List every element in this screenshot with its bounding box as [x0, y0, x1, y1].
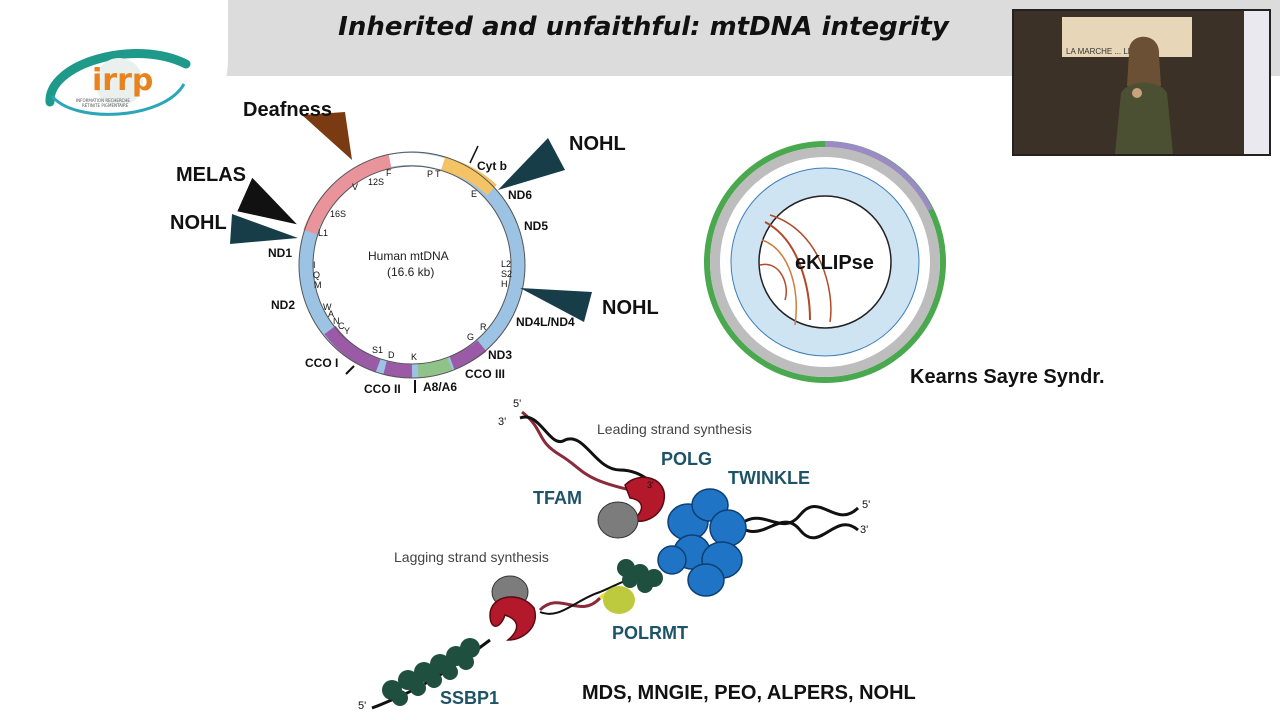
prime-5-top: 5' — [513, 398, 522, 410]
irrp-logo: irrp INFORMATION RECHERCHE RÉTINITE PIGM… — [45, 49, 191, 116]
deafness-label: Deafness — [243, 99, 332, 121]
gene-a8a6: A8/A6 — [423, 380, 458, 394]
nohl-arrow-top — [498, 138, 565, 190]
trna-f: F — [386, 168, 392, 178]
gene-cco3: CCO III — [465, 367, 506, 381]
nohl-arrow-right — [520, 288, 592, 322]
svg-text:RÉTINITE PIGMENTAIRE: RÉTINITE PIGMENTAIRE — [82, 103, 129, 108]
ssbp1-label: SSBP1 — [440, 688, 500, 708]
polrmt-protein — [603, 586, 635, 614]
video-wall — [1244, 11, 1269, 154]
ssbp1-protein — [382, 638, 480, 706]
trna-r: R — [480, 322, 487, 332]
trna-g: G — [467, 332, 475, 342]
trna-w: W — [323, 302, 332, 312]
polg-protein — [597, 476, 665, 539]
mtdna-center-title: Human mtDNA — [368, 249, 449, 263]
logo-text: irrp — [92, 63, 153, 98]
deafness-arrow — [302, 112, 352, 160]
twinkle-protein — [657, 488, 747, 597]
melas-label: MELAS — [176, 164, 246, 186]
nohl-top-label: NOHL — [569, 133, 626, 155]
cytb-pointer — [469, 145, 479, 164]
video-banner — [1062, 17, 1192, 57]
trna-k: K — [411, 352, 418, 362]
trna-q: Q — [313, 270, 321, 280]
mtdna-center-size: (16.6 kb) — [387, 265, 435, 279]
svg-text:INFORMATION RECHERCHE: INFORMATION RECHERCHE — [76, 98, 130, 103]
slide-title: Inherited and unfaithful: mtDNA integrit… — [338, 12, 949, 42]
twinkle-side-protein — [617, 559, 663, 593]
prime-3-right: 3' — [860, 524, 869, 536]
trna-m: M — [314, 280, 322, 290]
speaker-figure — [1115, 36, 1173, 154]
gene-16s: 16S — [330, 209, 347, 219]
kearns-sayre-label: Kearns Sayre Syndr. — [910, 366, 1105, 388]
gene-12s: 12S — [368, 177, 385, 187]
gene-nd5: ND5 — [524, 219, 549, 233]
polg-label: POLG — [661, 449, 713, 469]
prime-3-polg: 3' — [647, 480, 654, 490]
diseases-footer: MDS, MNGIE, PEO, ALPERS, NOHL — [582, 682, 916, 704]
gene-cco1: CCO I — [305, 356, 339, 370]
twinkle-label: TWINKLE — [728, 468, 810, 488]
prime-3-top: 3' — [498, 416, 507, 428]
prime-5-bottom: 5' — [358, 700, 367, 712]
trna-l1: L1 — [318, 228, 329, 238]
prime-5-right: 5' — [862, 499, 871, 511]
trna-p: P — [427, 169, 434, 179]
melas-arrow — [234, 174, 303, 228]
trna-l2: L2 — [501, 259, 512, 269]
polrmt-label: POLRMT — [612, 623, 688, 643]
gene-nd1: ND1 — [268, 246, 293, 260]
trna-a: A — [328, 309, 335, 319]
polg-lagging-protein — [489, 575, 537, 641]
eklipse-label: eKLIPse — [795, 252, 874, 274]
video-banner-text: LA MARCHE ... LE — [1066, 47, 1134, 56]
circos-plot — [704, 141, 946, 383]
lagging-strand-label: Lagging strand synthesis — [394, 549, 549, 565]
trna-y: Y — [344, 326, 351, 336]
trna-c: C — [338, 321, 345, 331]
cco1-pointer — [345, 365, 355, 375]
leading-strand-label: Leading strand synthesis — [597, 421, 752, 437]
trna-s1: S1 — [372, 345, 384, 355]
trna-t: T — [435, 169, 441, 179]
tfam-label: TFAM — [533, 488, 582, 508]
mtdna-circle — [298, 151, 526, 379]
nohl-right-label: NOHL — [602, 297, 659, 319]
nohl-arrow-left — [230, 214, 298, 244]
speaker-video: LA MARCHE ... LE — [1012, 9, 1271, 156]
gene-nd6: ND6 — [508, 188, 533, 202]
gene-nd3: ND3 — [488, 348, 513, 362]
trna-v: V — [352, 182, 359, 192]
trna-h: H — [501, 279, 508, 289]
gene-cytb: Cyt b — [477, 159, 507, 173]
trna-s2: S2 — [501, 269, 513, 279]
trna-d: D — [388, 350, 395, 360]
gene-nd2: ND2 — [271, 298, 296, 312]
trna-i: I — [313, 260, 316, 270]
replication-fork — [371, 410, 860, 710]
nohl-left-label: NOHL — [170, 212, 227, 234]
trna-e: E — [471, 189, 478, 199]
gene-cco2: CCO II — [364, 382, 401, 396]
gene-nd4l-nd4: ND4L/ND4 — [516, 315, 575, 329]
trna-n: N — [333, 316, 340, 326]
